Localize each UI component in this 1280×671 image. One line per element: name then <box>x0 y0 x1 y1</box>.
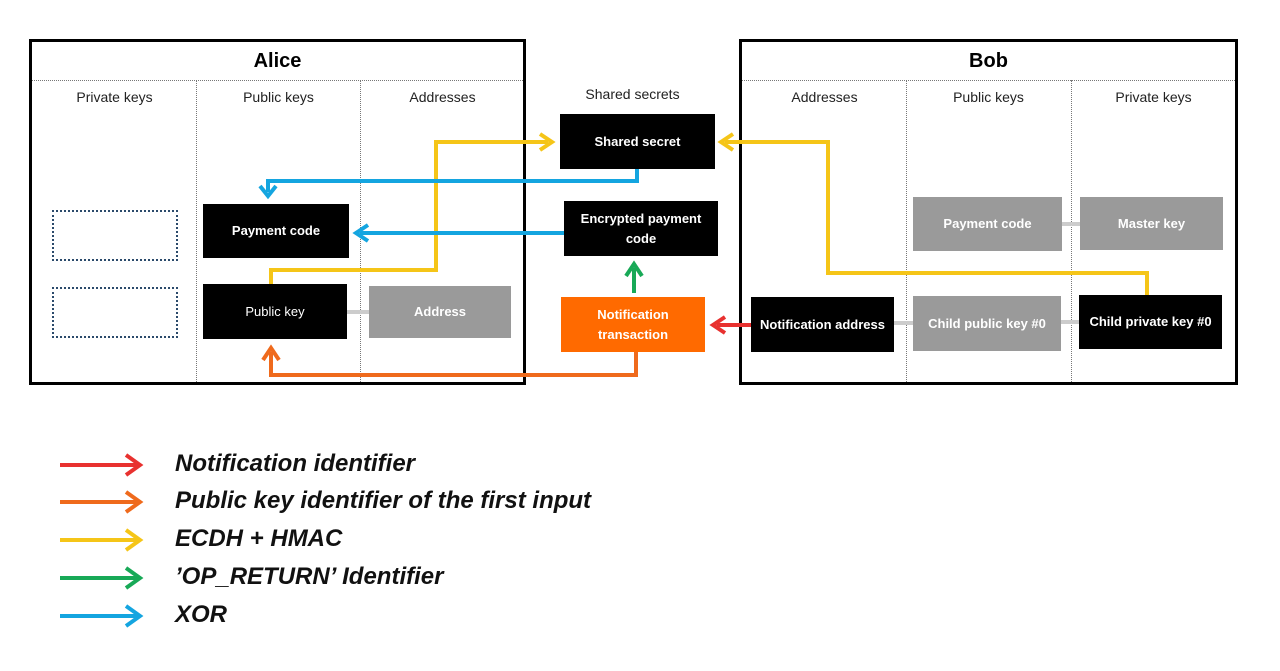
alice-payment-code-box: Payment code <box>203 204 349 258</box>
shared-secrets-heading: Shared secrets <box>585 86 680 102</box>
legend-label-notification: Notification identifier <box>175 450 415 477</box>
red-arrowhead <box>709 315 727 335</box>
bob-divider-2 <box>1071 80 1072 382</box>
legend-item-op-return <box>58 563 148 593</box>
orange-arrow <box>269 352 638 377</box>
legend-label-public-key: Public key identifier of the first input <box>175 487 592 514</box>
yellow-arrow-bob <box>725 140 1149 295</box>
legend-item-notification <box>58 450 148 480</box>
bob-col-public-keys: Public keys <box>953 89 1024 105</box>
legend-label-ecdh: ECDH + HMAC <box>175 525 343 552</box>
bob-notification-address-box: Notification address <box>751 297 894 352</box>
legend-item-public-key <box>58 487 148 517</box>
legend-label-xor: XOR <box>175 601 228 628</box>
legend-arrow-red <box>60 453 144 477</box>
bob-title: Bob <box>742 42 1235 81</box>
blue-arrow-shared-secret <box>266 169 639 192</box>
encrypted-payment-code-box: Encrypted payment code <box>564 201 718 256</box>
bob-child-private-key-box: Child private key #0 <box>1079 295 1222 349</box>
yellow-arrowhead-bob <box>717 132 735 152</box>
legend-item-xor <box>58 601 148 631</box>
legend-arrow-blue <box>60 604 144 628</box>
alice-address-box: Address <box>369 286 511 338</box>
legend-item-ecdh <box>58 525 148 555</box>
alice-col-addresses: Addresses <box>409 89 476 105</box>
yellow-arrow-alice <box>269 140 548 284</box>
bob-child-public-key-box: Child public key #0 <box>913 296 1061 351</box>
notification-transaction-box: Notification transaction <box>561 297 705 352</box>
bob-col-private-keys: Private keys <box>1115 89 1192 105</box>
legend-label-op-return: ’OP_RETURN’ Identifier <box>175 563 444 590</box>
alice-col-private-keys: Private keys <box>76 89 153 105</box>
legend-arrow-orange <box>60 490 144 514</box>
bob-master-key-box: Master key <box>1080 197 1223 250</box>
alice-private-key-slot-2 <box>52 287 178 338</box>
shared-secret-box: Shared secret <box>560 114 715 169</box>
alice-public-key-box: Public key <box>203 284 347 339</box>
legend-arrow-green <box>60 566 144 590</box>
bob-col-addresses: Addresses <box>791 89 858 105</box>
alice-title: Alice <box>32 42 523 81</box>
alice-divider-1 <box>196 80 197 382</box>
yellow-arrowhead-alice <box>538 132 556 152</box>
blue-arrowhead-shared-secret <box>258 184 278 200</box>
bob-divider-1 <box>906 80 907 382</box>
alice-col-public-keys: Public keys <box>243 89 314 105</box>
green-arrowhead <box>624 260 644 278</box>
blue-arrowhead-encrypted <box>352 223 370 243</box>
alice-private-key-slot-1 <box>52 210 178 261</box>
bob-payment-code-box: Payment code <box>913 197 1062 251</box>
legend-arrow-yellow <box>60 528 144 552</box>
orange-arrowhead <box>261 344 281 362</box>
